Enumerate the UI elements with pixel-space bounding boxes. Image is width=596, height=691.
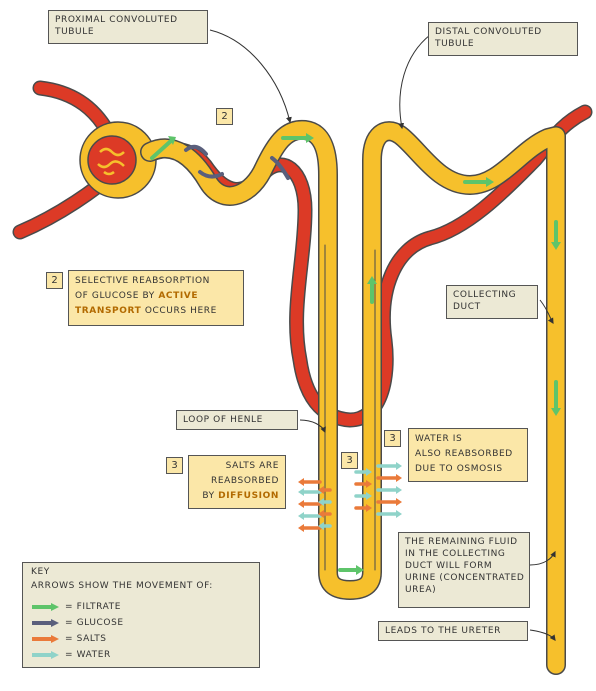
bowmans-capsule [79, 121, 157, 199]
key-title: KEY [31, 567, 50, 577]
salt-arrows [298, 478, 332, 532]
water-arrows [354, 462, 402, 518]
key-item-glucose: = GLUCOSE [31, 615, 251, 631]
glucose-arrow-icon [32, 619, 59, 627]
movement-arrows [150, 133, 561, 575]
water-reabsorbed-note: WATER IS ALSO REABSORBED DUE TO OSMOSIS [408, 428, 528, 482]
water-arrow-head [298, 512, 304, 520]
salt-arrow-head [298, 524, 304, 532]
key-item-filtrate: = FILTRATE [31, 599, 251, 615]
loop-of-henle-label: LOOP OF HENLE [176, 410, 298, 430]
proximal-convoluted-tubule-label: PROXIMAL CONVOLUTED TUBULE [48, 10, 208, 44]
salt-arrow-head [366, 480, 372, 488]
salt-arrow-head [318, 486, 324, 494]
tubule [140, 119, 566, 675]
salt-arrow-head [366, 504, 372, 512]
distal-convoluted-tubule-label: DISTAL CONVOLUTED TUBULE [428, 22, 578, 56]
salts-reabsorbed-note: SALTS ARE REABSORBED BY DIFFUSION [188, 455, 286, 509]
key-subtitle: ARROWS SHOW THE MOVEMENT OF: [31, 581, 213, 591]
water-arrow-head [396, 510, 402, 518]
key-legend: KEY ARROWS SHOW THE MOVEMENT OF: = FILTR… [22, 562, 260, 668]
water-arrow-head [318, 522, 324, 530]
salts-arrow-icon [32, 635, 59, 643]
salt-arrow-head [396, 474, 402, 482]
collecting-duct-label: COLLECTING DUCT [446, 285, 538, 319]
water-arrow-head [396, 462, 402, 470]
filtrate-arrow-icon [32, 603, 59, 611]
water-arrow-head [366, 492, 372, 500]
glucose-arrow [184, 144, 208, 156]
water-arrow-head [396, 486, 402, 494]
note-2-number: 2 [46, 272, 63, 289]
glucose-arrow [270, 156, 290, 180]
marker-3: 3 [341, 452, 358, 469]
note-3-salts-number: 3 [166, 457, 183, 474]
salt-arrow-head [318, 510, 324, 518]
key-item-salts: = SALTS [31, 631, 251, 647]
remaining-fluid-label: THE REMAINING FLUID IN THE COLLECTING DU… [398, 532, 530, 608]
note-3-water-number: 3 [384, 430, 401, 447]
water-arrow-head [366, 468, 372, 476]
selective-reabsorption-note: SELECTIVE REABSORPTION OF GLUCOSE BY ACT… [68, 270, 244, 326]
leader-lines [209, 29, 556, 641]
ureter-label: LEADS TO THE URETER [378, 621, 528, 641]
salt-arrow-head [396, 498, 402, 506]
salt-arrow-head [298, 500, 304, 508]
filtrate-arrow [150, 138, 174, 160]
key-item-water: = WATER [31, 647, 251, 663]
glomerulus [87, 135, 137, 185]
water-arrow-icon [32, 651, 59, 659]
glucose-arrow [198, 170, 224, 179]
water-arrow-head [318, 498, 324, 506]
salt-arrow-head [298, 478, 304, 486]
marker-2: 2 [216, 108, 233, 125]
water-arrow-head [298, 488, 304, 496]
